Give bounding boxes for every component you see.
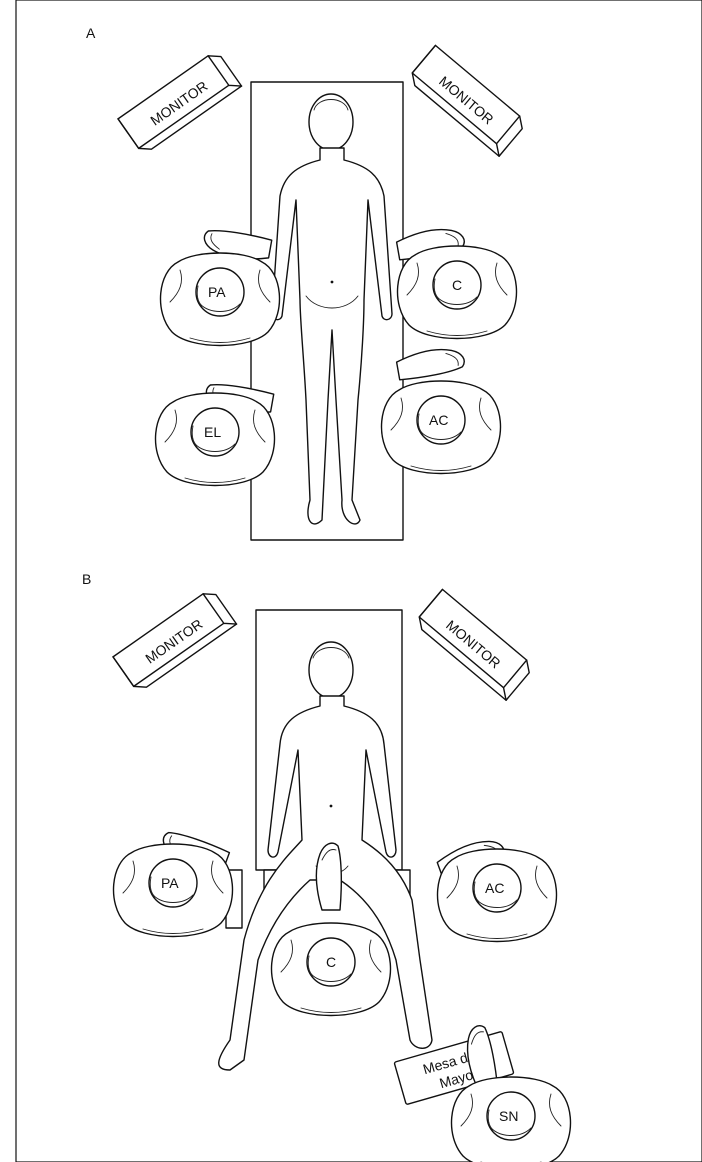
person-ac: AC xyxy=(438,849,557,942)
person-label: SN xyxy=(499,1108,518,1124)
panel-b-letter: B xyxy=(82,571,91,587)
person-c: C xyxy=(398,246,517,339)
person-label: C xyxy=(452,277,462,293)
panel-a-letter: A xyxy=(86,25,96,41)
monitor-right: MONITOR xyxy=(407,45,527,156)
person-label: PA xyxy=(208,284,226,300)
person-el: EL xyxy=(156,393,275,486)
person-pa: PA xyxy=(161,253,280,346)
arm-c xyxy=(316,843,341,910)
person-label: AC xyxy=(429,412,448,428)
person-label: AC xyxy=(485,880,504,896)
person-label: PA xyxy=(161,875,179,891)
panel-a: A MONITOR MONITOR PA C xyxy=(86,25,527,540)
person-label: C xyxy=(326,954,336,970)
monitor-left: MONITOR xyxy=(118,50,242,155)
arm-ac xyxy=(396,345,466,381)
person-pa: PA xyxy=(114,844,233,937)
person-c: C xyxy=(272,923,391,1016)
person-sn: SN xyxy=(452,1077,571,1162)
person-ac: AC xyxy=(382,381,501,474)
monitor-right: MONITOR xyxy=(414,589,534,700)
person-label: EL xyxy=(204,424,221,440)
monitor-left: MONITOR xyxy=(113,588,237,693)
panel-b: B MONITOR MONITOR PA xyxy=(82,571,570,1162)
